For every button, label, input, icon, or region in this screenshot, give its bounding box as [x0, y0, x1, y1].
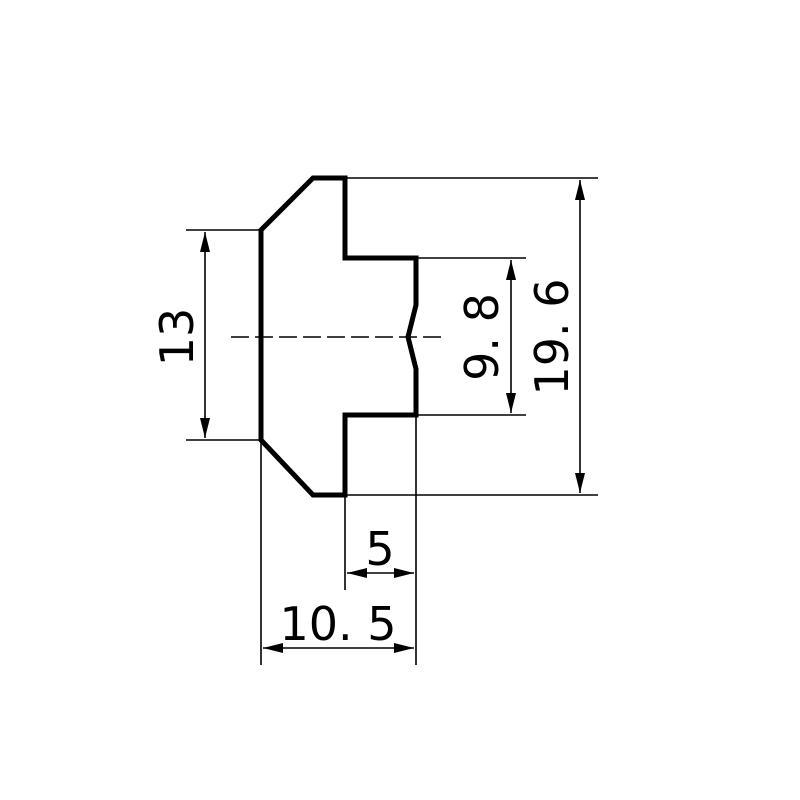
dimension-label-9-8: 9. 8 — [455, 293, 509, 381]
profile-outline — [258, 175, 419, 498]
dimension-label-13: 13 — [150, 308, 204, 367]
dimension-label-19-6: 19. 6 — [525, 278, 579, 395]
extension-lines — [186, 177, 598, 665]
dimension-label-10-5: 10. 5 — [279, 597, 396, 651]
dimension-label-5: 5 — [365, 522, 394, 576]
